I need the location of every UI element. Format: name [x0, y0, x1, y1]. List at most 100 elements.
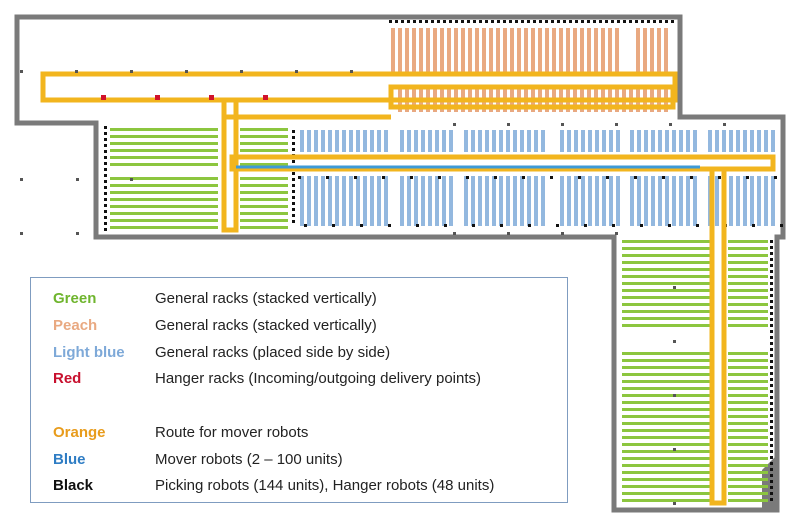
picking-robot-marker — [104, 198, 107, 201]
legend-color-label: Red — [53, 370, 82, 387]
hanger-rack-point — [209, 95, 214, 100]
picking-robot-marker — [584, 224, 587, 227]
light-blue-rack — [513, 130, 517, 152]
picking-robot-marker — [360, 224, 363, 227]
light-blue-rack — [471, 176, 475, 226]
peach-rack — [566, 28, 570, 72]
grid-dot — [673, 448, 676, 451]
picking-robot-marker — [292, 130, 295, 133]
picking-robot-marker — [665, 20, 668, 23]
light-blue-rack — [449, 176, 453, 226]
legend-color-label: Blue — [53, 451, 86, 468]
green-rack — [728, 310, 768, 313]
light-blue-rack — [328, 130, 332, 152]
picking-robot-marker — [522, 176, 525, 179]
light-blue-rack — [672, 130, 676, 152]
light-blue-rack — [527, 130, 531, 152]
picking-robot-marker — [500, 224, 503, 227]
picking-robot-marker — [410, 176, 413, 179]
green-rack — [728, 268, 768, 271]
picking-robot-marker — [104, 204, 107, 207]
peach-rack — [587, 28, 591, 72]
light-blue-rack — [679, 130, 683, 152]
peach-rack — [594, 28, 598, 72]
green-rack — [240, 149, 288, 152]
green-rack — [622, 275, 710, 278]
light-blue-rack — [736, 130, 740, 152]
green-rack — [622, 247, 710, 250]
light-blue-rack — [314, 176, 318, 226]
picking-robot-marker — [438, 176, 441, 179]
green-rack — [728, 282, 768, 285]
green-rack — [622, 296, 710, 299]
peach-rack — [531, 28, 535, 72]
light-blue-rack-area — [300, 130, 775, 226]
picking-robot-marker — [407, 20, 410, 23]
picking-robot-marker — [494, 176, 497, 179]
picking-robot-marker — [623, 20, 626, 23]
picking-robot-marker — [770, 492, 773, 495]
green-rack — [240, 135, 288, 138]
light-blue-rack — [300, 130, 304, 152]
picking-robot-marker — [634, 176, 637, 179]
light-blue-rack — [630, 176, 634, 226]
grid-dot — [240, 70, 243, 73]
picking-robot-marker — [770, 354, 773, 357]
grid-dot — [673, 394, 676, 397]
light-blue-rack — [400, 176, 404, 226]
picking-robot-marker — [770, 372, 773, 375]
light-blue-rack — [757, 130, 761, 152]
picking-robot-marker — [770, 480, 773, 483]
picking-robot-marker — [472, 224, 475, 227]
light-blue-rack — [314, 130, 318, 152]
light-blue-rack — [541, 130, 545, 152]
green-rack — [728, 471, 768, 474]
light-blue-rack — [658, 176, 662, 226]
picking-robot-marker — [629, 20, 632, 23]
green-rack — [728, 261, 768, 264]
light-blue-rack — [520, 130, 524, 152]
picking-robot-marker — [332, 224, 335, 227]
picking-robot-marker — [770, 300, 773, 303]
picking-robot-marker — [104, 222, 107, 225]
picking-robot-marker — [444, 224, 447, 227]
green-rack — [728, 296, 768, 299]
green-rack-area-left — [110, 128, 288, 229]
legend-color-label: Black — [53, 477, 94, 494]
light-blue-rack — [567, 176, 571, 226]
green-rack — [622, 387, 710, 390]
light-blue-rack — [464, 130, 468, 152]
green-rack — [728, 485, 768, 488]
light-blue-rack — [342, 176, 346, 226]
picking-robot-marker — [104, 180, 107, 183]
picking-robot-marker — [497, 20, 500, 23]
picking-robot-marker — [550, 176, 553, 179]
green-rack — [622, 499, 710, 502]
green-rack — [240, 198, 288, 201]
green-rack — [110, 142, 218, 145]
light-blue-rack — [428, 130, 432, 152]
green-rack — [728, 275, 768, 278]
peach-rack — [461, 28, 465, 72]
green-rack — [728, 359, 768, 362]
light-blue-rack — [729, 176, 733, 226]
picking-robot-marker — [770, 390, 773, 393]
light-blue-rack — [736, 176, 740, 226]
peach-rack — [496, 28, 500, 72]
legend-color-label: Light blue — [53, 344, 125, 361]
green-rack — [622, 261, 710, 264]
light-blue-rack — [750, 130, 754, 152]
green-rack — [622, 457, 710, 460]
light-blue-rack — [384, 130, 388, 152]
peach-rack — [454, 28, 458, 72]
light-blue-rack — [321, 176, 325, 226]
picking-robot-marker — [292, 136, 295, 139]
light-blue-rack — [708, 130, 712, 152]
light-blue-rack — [764, 130, 768, 152]
picking-robot-marker — [770, 414, 773, 417]
light-blue-rack — [449, 130, 453, 152]
green-rack — [622, 436, 710, 439]
light-blue-rack — [407, 176, 411, 226]
